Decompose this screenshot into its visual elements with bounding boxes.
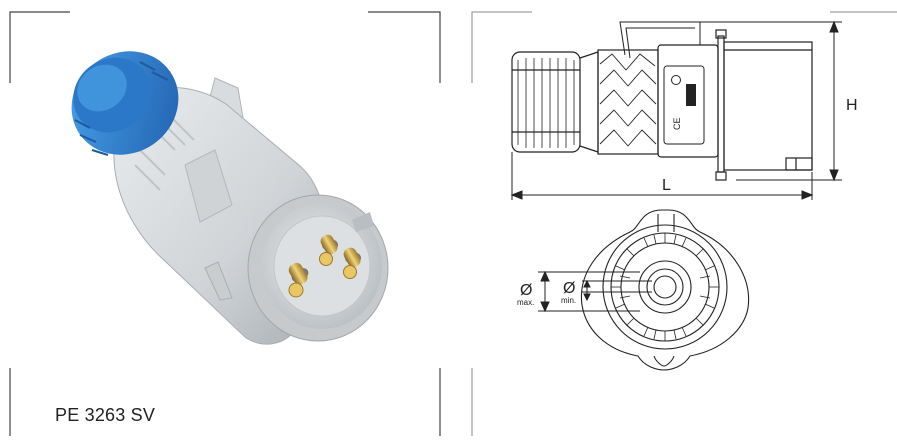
- diameter-max-symbol: Ø: [520, 282, 532, 299]
- diameter-min-symbol: Ø: [563, 280, 575, 297]
- blue-gland-nut: [71, 51, 179, 156]
- diameter-max-label: max.: [517, 298, 534, 307]
- plug-face: [247, 194, 389, 342]
- side-view-drawing: [511, 21, 813, 181]
- ce-mark: CE: [671, 75, 696, 130]
- diameter-dimension-lines: [538, 270, 652, 313]
- brass-pins: [288, 234, 361, 298]
- plug-photo: [71, 51, 389, 345]
- height-dimension-label: H: [846, 97, 858, 114]
- product-code: PE 3263 SV: [55, 405, 156, 425]
- length-dimension-label: L: [662, 177, 671, 194]
- front-ribs: [611, 233, 719, 341]
- dimension-lines: [510, 20, 842, 200]
- svg-text:CE: CE: [672, 117, 682, 130]
- diameter-min-label: min.: [561, 296, 576, 305]
- crop-marks-right: [471, 11, 897, 436]
- crop-marks-left: [9, 11, 441, 436]
